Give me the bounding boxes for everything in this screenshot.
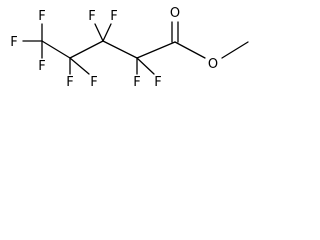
bond-layer (22, 21, 249, 75)
bond-c2-f-b (136, 57, 155, 75)
atom-o-carbonyl: O (170, 6, 180, 21)
bond-c3-f-b (102, 23, 112, 42)
bond-c3-c2 (102, 40, 138, 59)
atom-f-cf3-top: F (38, 9, 45, 24)
atom-f-c3-b: F (110, 9, 117, 24)
atom-o-ester: O (208, 57, 218, 72)
atom-f-c2-a: F (133, 75, 140, 90)
atom-label-layer: O O F F F F F F F F F (10, 6, 218, 90)
atom-f-c2-b: F (154, 75, 161, 90)
bond-cf3-c4 (41, 40, 71, 59)
atom-f-c4-b: F (90, 75, 97, 90)
atom-f-cf3-left: F (10, 35, 17, 50)
structure-canvas: O O F F F F F F F F F (0, 0, 253, 113)
atom-f-cf3-bottom: F (38, 59, 45, 74)
atom-f-c3-a: F (88, 9, 95, 24)
bond-c4-f-b (69, 57, 90, 75)
molecule-structure-diagram: O O F F F F F F F F F (10, 6, 249, 90)
bond-c2-c1 (136, 41, 176, 59)
bond-c4-c3 (69, 40, 104, 59)
atom-f-c4-a: F (66, 75, 73, 90)
bond-c1-o-ester (174, 41, 206, 59)
bond-c3-f-a (94, 23, 104, 42)
bond-o-methyl (221, 41, 249, 59)
